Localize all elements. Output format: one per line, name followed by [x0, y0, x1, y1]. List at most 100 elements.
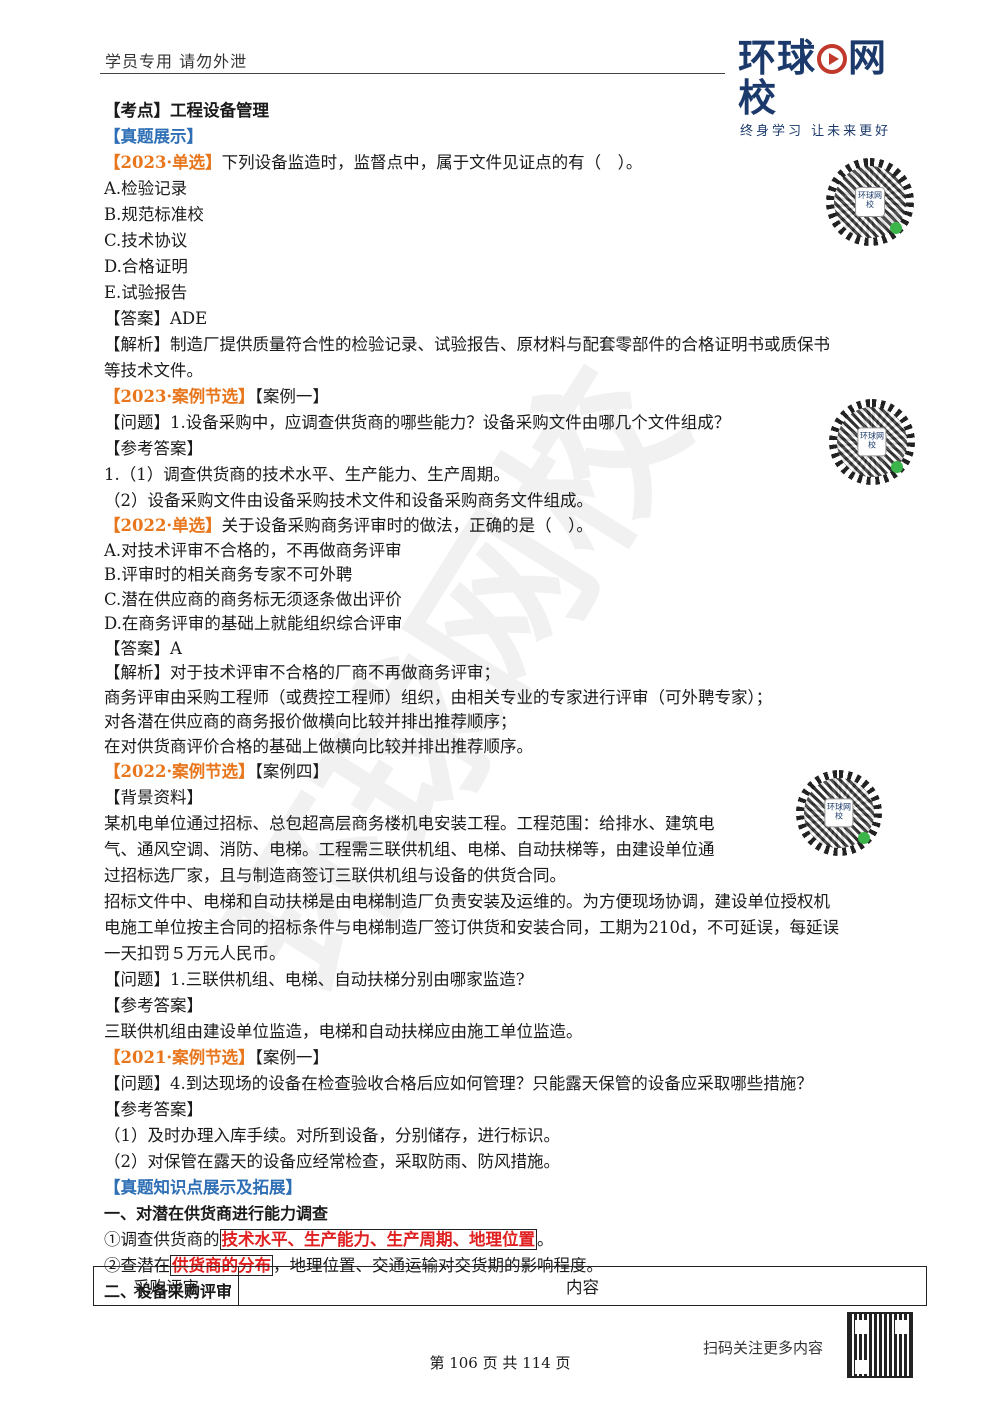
text-segment: C.技术协议: [104, 231, 188, 250]
text-line: A.检验记录: [104, 176, 919, 202]
text-segment: 【2023·案例节选】: [104, 387, 255, 406]
text-line: 对各潜在供应商的商务报价做横向比较并排出推荐顺序；: [104, 710, 919, 735]
text-segment: 【考点】工程设备管理: [104, 101, 269, 120]
text-line: 等技术文件。: [104, 358, 919, 384]
text-line: D.在商务评审的基础上就能组织综合评审: [104, 612, 919, 637]
text-line: 【真题知识点展示及拓展】: [104, 1175, 919, 1201]
logo-slogan: 终身学习 让未来更好: [740, 124, 892, 139]
text-segment: 在对供货商评价合格的基础上做横向比较并排出推荐顺序。: [104, 736, 533, 756]
text-segment: 三联供机组由建设单位监造，电梯和自动扶梯应由施工单位监造。: [104, 1022, 583, 1041]
text-segment: 电施工单位按主合同的招标条件与电梯制造厂签订供货和安装合同，工期为210d，不可…: [104, 918, 840, 937]
qr-label: 环球网校: [857, 427, 887, 457]
qr-code-icon[interactable]: 环球网校: [829, 399, 915, 485]
brand-logo: 环球网校 终身学习 让未来更好: [738, 36, 918, 139]
document-body: 【考点】工程设备管理【真题展示】【2023·单选】下列设备监造时，监督点中，属于…: [104, 98, 919, 1305]
text-line: （2）设备采购文件由设备采购技术文件和设备采购商务文件组成。: [104, 488, 919, 514]
text-line: 【2023·单选】下列设备监造时，监督点中，属于文件见证点的有（ ）。: [104, 150, 919, 176]
text-line: 三联供机组由建设单位监造，电梯和自动扶梯应由施工单位监造。: [104, 1019, 919, 1045]
text-line: C.技术协议: [104, 228, 919, 254]
qr-label: 环球网校: [824, 798, 854, 828]
text-segment: 。: [537, 1230, 554, 1249]
table-header-content: 内容: [238, 1266, 927, 1306]
text-line: 一天扣罚５万元人民币。: [104, 941, 919, 967]
text-line: （2）对保管在露天的设备应经常检查，采取防雨、防风措施。: [104, 1149, 919, 1175]
text-segment: 气、通风空调、消防、电梯。工程需三联供机组、电梯、自动扶梯等，由建设单位通: [104, 840, 715, 859]
text-segment: C.潜在供应商的商务标无须逐条做出评价: [104, 589, 402, 609]
logo-text-post: 网校: [738, 36, 888, 120]
text-line: 【问题】4.到达现场的设备在检查验收合格后应如何管理？只能露天保管的设备应采取哪…: [104, 1071, 919, 1097]
text-segment: 【问题】1.设备采购中，应调查供货商的哪些能力？设备采购文件由哪几个文件组成？: [104, 413, 731, 432]
text-segment: 【参考答案】: [104, 439, 203, 458]
text-line: B.评审时的相关商务专家不可外聘: [104, 563, 919, 588]
text-segment: 【2022·案例节选】: [104, 762, 255, 781]
text-line: E.试验报告: [104, 280, 919, 306]
text-line: 一、对潜在供货商进行能力调查: [104, 1201, 919, 1227]
qr-code-icon[interactable]: 环球网校: [826, 158, 914, 246]
text-segment: 【案例四】: [254, 762, 329, 781]
text-line: D.合格证明: [104, 254, 919, 280]
text-segment: 【问题】1.三联供机组、电梯、自动扶梯分别由哪家监造?: [104, 970, 525, 989]
text-line: 【问题】1.三联供机组、电梯、自动扶梯分别由哪家监造?: [104, 967, 919, 993]
text-segment: 【解析】对于技术评审不合格的厂商不再做商务评审；: [104, 663, 500, 682]
mini-program-icon: [857, 831, 870, 844]
text-segment: （2）设备采购文件由设备采购技术文件和设备采购商务文件组成。: [104, 491, 593, 510]
text-segment: 【真题知识点展示及拓展】: [104, 1178, 302, 1197]
text-segment: 【2023·单选】: [104, 153, 222, 172]
header-divider: [100, 73, 725, 74]
text-line: 商务评审由采购工程师（或费控工程师）组织，由相关专业的专家进行评审（可外聘专家）…: [104, 686, 919, 711]
text-line: 【2022·单选】关于设备采购商务评审时的做法，正确的是（ ）。: [104, 514, 919, 539]
text-line: 在对供货商评价合格的基础上做横向比较并排出推荐顺序。: [104, 735, 919, 760]
text-segment: （2）对保管在露天的设备应经常检查，采取防雨、防风措施。: [104, 1152, 560, 1171]
text-line: 电施工单位按主合同的招标条件与电梯制造厂签订供货和安装合同，工期为210d，不可…: [104, 915, 919, 941]
text-line: 气、通风空调、消防、电梯。工程需三联供机组、电梯、自动扶梯等，由建设单位通: [104, 837, 919, 863]
text-segment: 关于设备采购商务评审时的做法，正确的是（ ）。: [221, 516, 593, 535]
text-line: 【参考答案】: [104, 436, 919, 462]
header-notice: 学员专用 请勿外泄: [105, 52, 248, 71]
text-line: 【答案】ADE: [104, 306, 919, 332]
text-segment: 【案例一】: [254, 1048, 329, 1067]
text-segment: 【答案】ADE: [104, 309, 208, 328]
text-segment: 下列设备监造时，监督点中，属于文件见证点的有（ ）。: [221, 153, 643, 172]
text-segment: 某机电单位通过招标、总包超高层商务楼机电安装工程。工程范围：给排水、建筑电: [104, 814, 715, 833]
page-number: 第 106 页 共 114 页: [429, 1354, 571, 1372]
table-row: 采购评审 内容: [93, 1266, 927, 1306]
text-line: B.规范标准校: [104, 202, 919, 228]
text-line: 【解析】对于技术评审不合格的厂商不再做商务评审；: [104, 661, 919, 686]
text-segment: 一天扣罚５万元人民币。: [104, 944, 286, 963]
text-segment: （1）及时办理入库手续。对所到设备，分别储存，进行标识。: [104, 1126, 560, 1145]
text-segment: B.评审时的相关商务专家不可外聘: [104, 565, 353, 584]
text-segment: 【2022·单选】: [104, 516, 222, 535]
text-segment: 【案例一】: [254, 387, 329, 406]
text-segment: D.合格证明: [104, 257, 188, 276]
text-line: 【答案】A: [104, 637, 919, 662]
text-segment: 招标文件中、电梯和自动扶梯是由电梯制造厂负责安装及运维的。为方便现场协调，建设单…: [104, 892, 830, 911]
text-line: 【考点】工程设备管理: [104, 98, 919, 124]
text-line: 【2021·案例节选】【案例一】: [104, 1045, 919, 1071]
text-segment: 【答案】A: [104, 638, 182, 658]
text-line: A.对技术评审不合格的，不再做商务评审: [104, 539, 919, 564]
mini-program-icon: [890, 460, 903, 473]
text-segment: A.对技术评审不合格的，不再做商务评审: [104, 540, 402, 560]
text-segment: 等技术文件。: [104, 361, 203, 380]
text-segment: A.检验记录: [104, 179, 188, 198]
scan-prompt: 扫码关注更多内容: [703, 1339, 824, 1357]
qr-code-icon[interactable]: 环球网校: [796, 770, 882, 856]
table-header-review: 采购评审: [93, 1266, 239, 1306]
procurement-review-table: 采购评审 内容: [93, 1266, 927, 1306]
text-line: C.潜在供应商的商务标无须逐条做出评价: [104, 588, 919, 613]
text-segment: 【2021·案例节选】: [104, 1048, 255, 1067]
text-segment: 【参考答案】: [104, 996, 203, 1015]
text-line: 招标文件中、电梯和自动扶梯是由电梯制造厂负责安装及运维的。为方便现场协调，建设单…: [104, 889, 919, 915]
text-segment: 商务评审由采购工程师（或费控工程师）组织，由相关专业的专家进行评审（可外聘专家）…: [104, 687, 773, 707]
logo-text-pre: 环球: [738, 36, 817, 80]
square-qr-code-icon[interactable]: [847, 1312, 913, 1378]
play-icon: [817, 44, 848, 74]
text-line: 过招标选厂家，且与制造商签订三联供机组与设备的供货合同。: [104, 863, 919, 889]
text-segment: B.规范标准校: [104, 205, 204, 224]
text-line: 【真题展示】: [104, 124, 919, 150]
text-segment: E.试验报告: [104, 283, 188, 302]
mini-program-icon: [889, 221, 902, 234]
text-line: 【2023·案例节选】【案例一】: [104, 384, 919, 410]
text-segment: ①调查供货商的: [104, 1230, 220, 1249]
text-segment: 【真题展示】: [104, 127, 203, 146]
